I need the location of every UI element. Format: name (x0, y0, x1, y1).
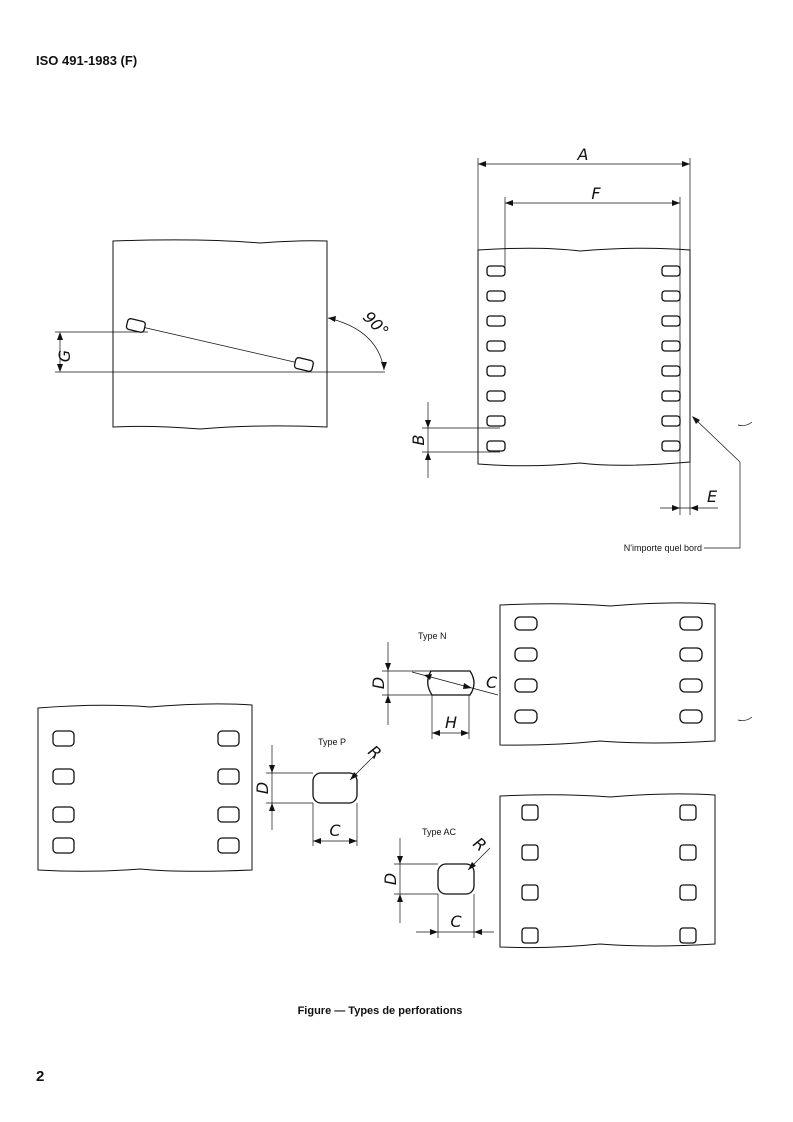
perforation-hole (679, 647, 703, 662)
label-b: B (409, 435, 428, 446)
perforation-hole (679, 927, 697, 944)
type-n-diagram: Type N D C H (369, 602, 716, 746)
perforation-hole (486, 340, 506, 352)
document-header: ISO 491-1983 (F) (36, 53, 138, 68)
type-n-hole (427, 670, 475, 696)
type-p-diagram: Type P D C R (37, 703, 385, 872)
perforation-hole (217, 806, 240, 823)
perforation-hole (514, 647, 538, 662)
page-number: 2 (36, 1068, 45, 1085)
perforation-hole (679, 709, 703, 724)
label-r: R (469, 834, 490, 856)
perforation-hole (661, 415, 681, 427)
perforation-hole (521, 844, 539, 861)
perforation-hole (661, 440, 681, 452)
type-ac-title: Type AC (422, 827, 457, 837)
edge-note: N'importe quel bord (624, 543, 702, 553)
label-d: D (253, 782, 272, 794)
perforation-hole (125, 318, 146, 333)
label-d: D (369, 677, 388, 689)
perforation-hole (521, 927, 539, 944)
label-c: C (486, 673, 498, 692)
perforation-hole (661, 390, 681, 402)
perforation-hole (52, 768, 75, 785)
label-c: C (450, 912, 462, 931)
perforation-hole (679, 616, 703, 631)
perforation-hole (217, 768, 240, 785)
perforation-hole (521, 804, 539, 821)
perforation-hole (52, 837, 75, 854)
skew-diagram: G 90° (55, 239, 393, 430)
perforation-hole (486, 415, 506, 427)
perforation-hole (679, 884, 697, 901)
label-a: A (577, 145, 589, 164)
perforation-hole (486, 290, 506, 302)
perforation-hole (514, 678, 538, 693)
type-p-title: Type P (318, 737, 346, 747)
perforation-hole (52, 806, 75, 823)
perforation-hole (521, 884, 539, 901)
label-e: E (707, 487, 718, 506)
perforation-hole (679, 844, 697, 861)
perforation-hole (661, 365, 681, 377)
perforation-hole (486, 365, 506, 377)
label-c: C (329, 821, 341, 840)
label-g: G (55, 350, 74, 362)
perforation-hole (679, 678, 703, 693)
perforation-hole (661, 340, 681, 352)
perforation-hole (486, 390, 506, 402)
type-ac-hole (437, 863, 475, 895)
film-strip-dimensions: A F B E N'importe quel bord (409, 145, 753, 721)
perforation-hole (217, 837, 240, 854)
perforation-hole (661, 290, 681, 302)
perforation-hole (679, 804, 697, 821)
perforation-hole (486, 265, 506, 277)
type-p-hole (312, 772, 358, 804)
figure-caption: Figure — Types de perforations (297, 1005, 463, 1017)
type-ac-diagram: Type AC D C R (381, 793, 716, 949)
perforation-hole (661, 315, 681, 327)
perforation-hole (217, 730, 240, 747)
label-h: H (445, 713, 457, 732)
label-d: D (381, 873, 400, 885)
label-r: R (364, 742, 385, 764)
perforation-hole (293, 357, 314, 372)
perforation-hole (486, 440, 506, 452)
perforation-hole (514, 709, 538, 724)
perforation-hole (661, 265, 681, 277)
perforation-hole (514, 616, 538, 631)
perforation-hole (52, 730, 75, 747)
label-angle: 90° (359, 307, 392, 340)
type-n-title: Type N (418, 631, 447, 641)
label-f: F (591, 184, 601, 203)
perforation-hole (486, 315, 506, 327)
